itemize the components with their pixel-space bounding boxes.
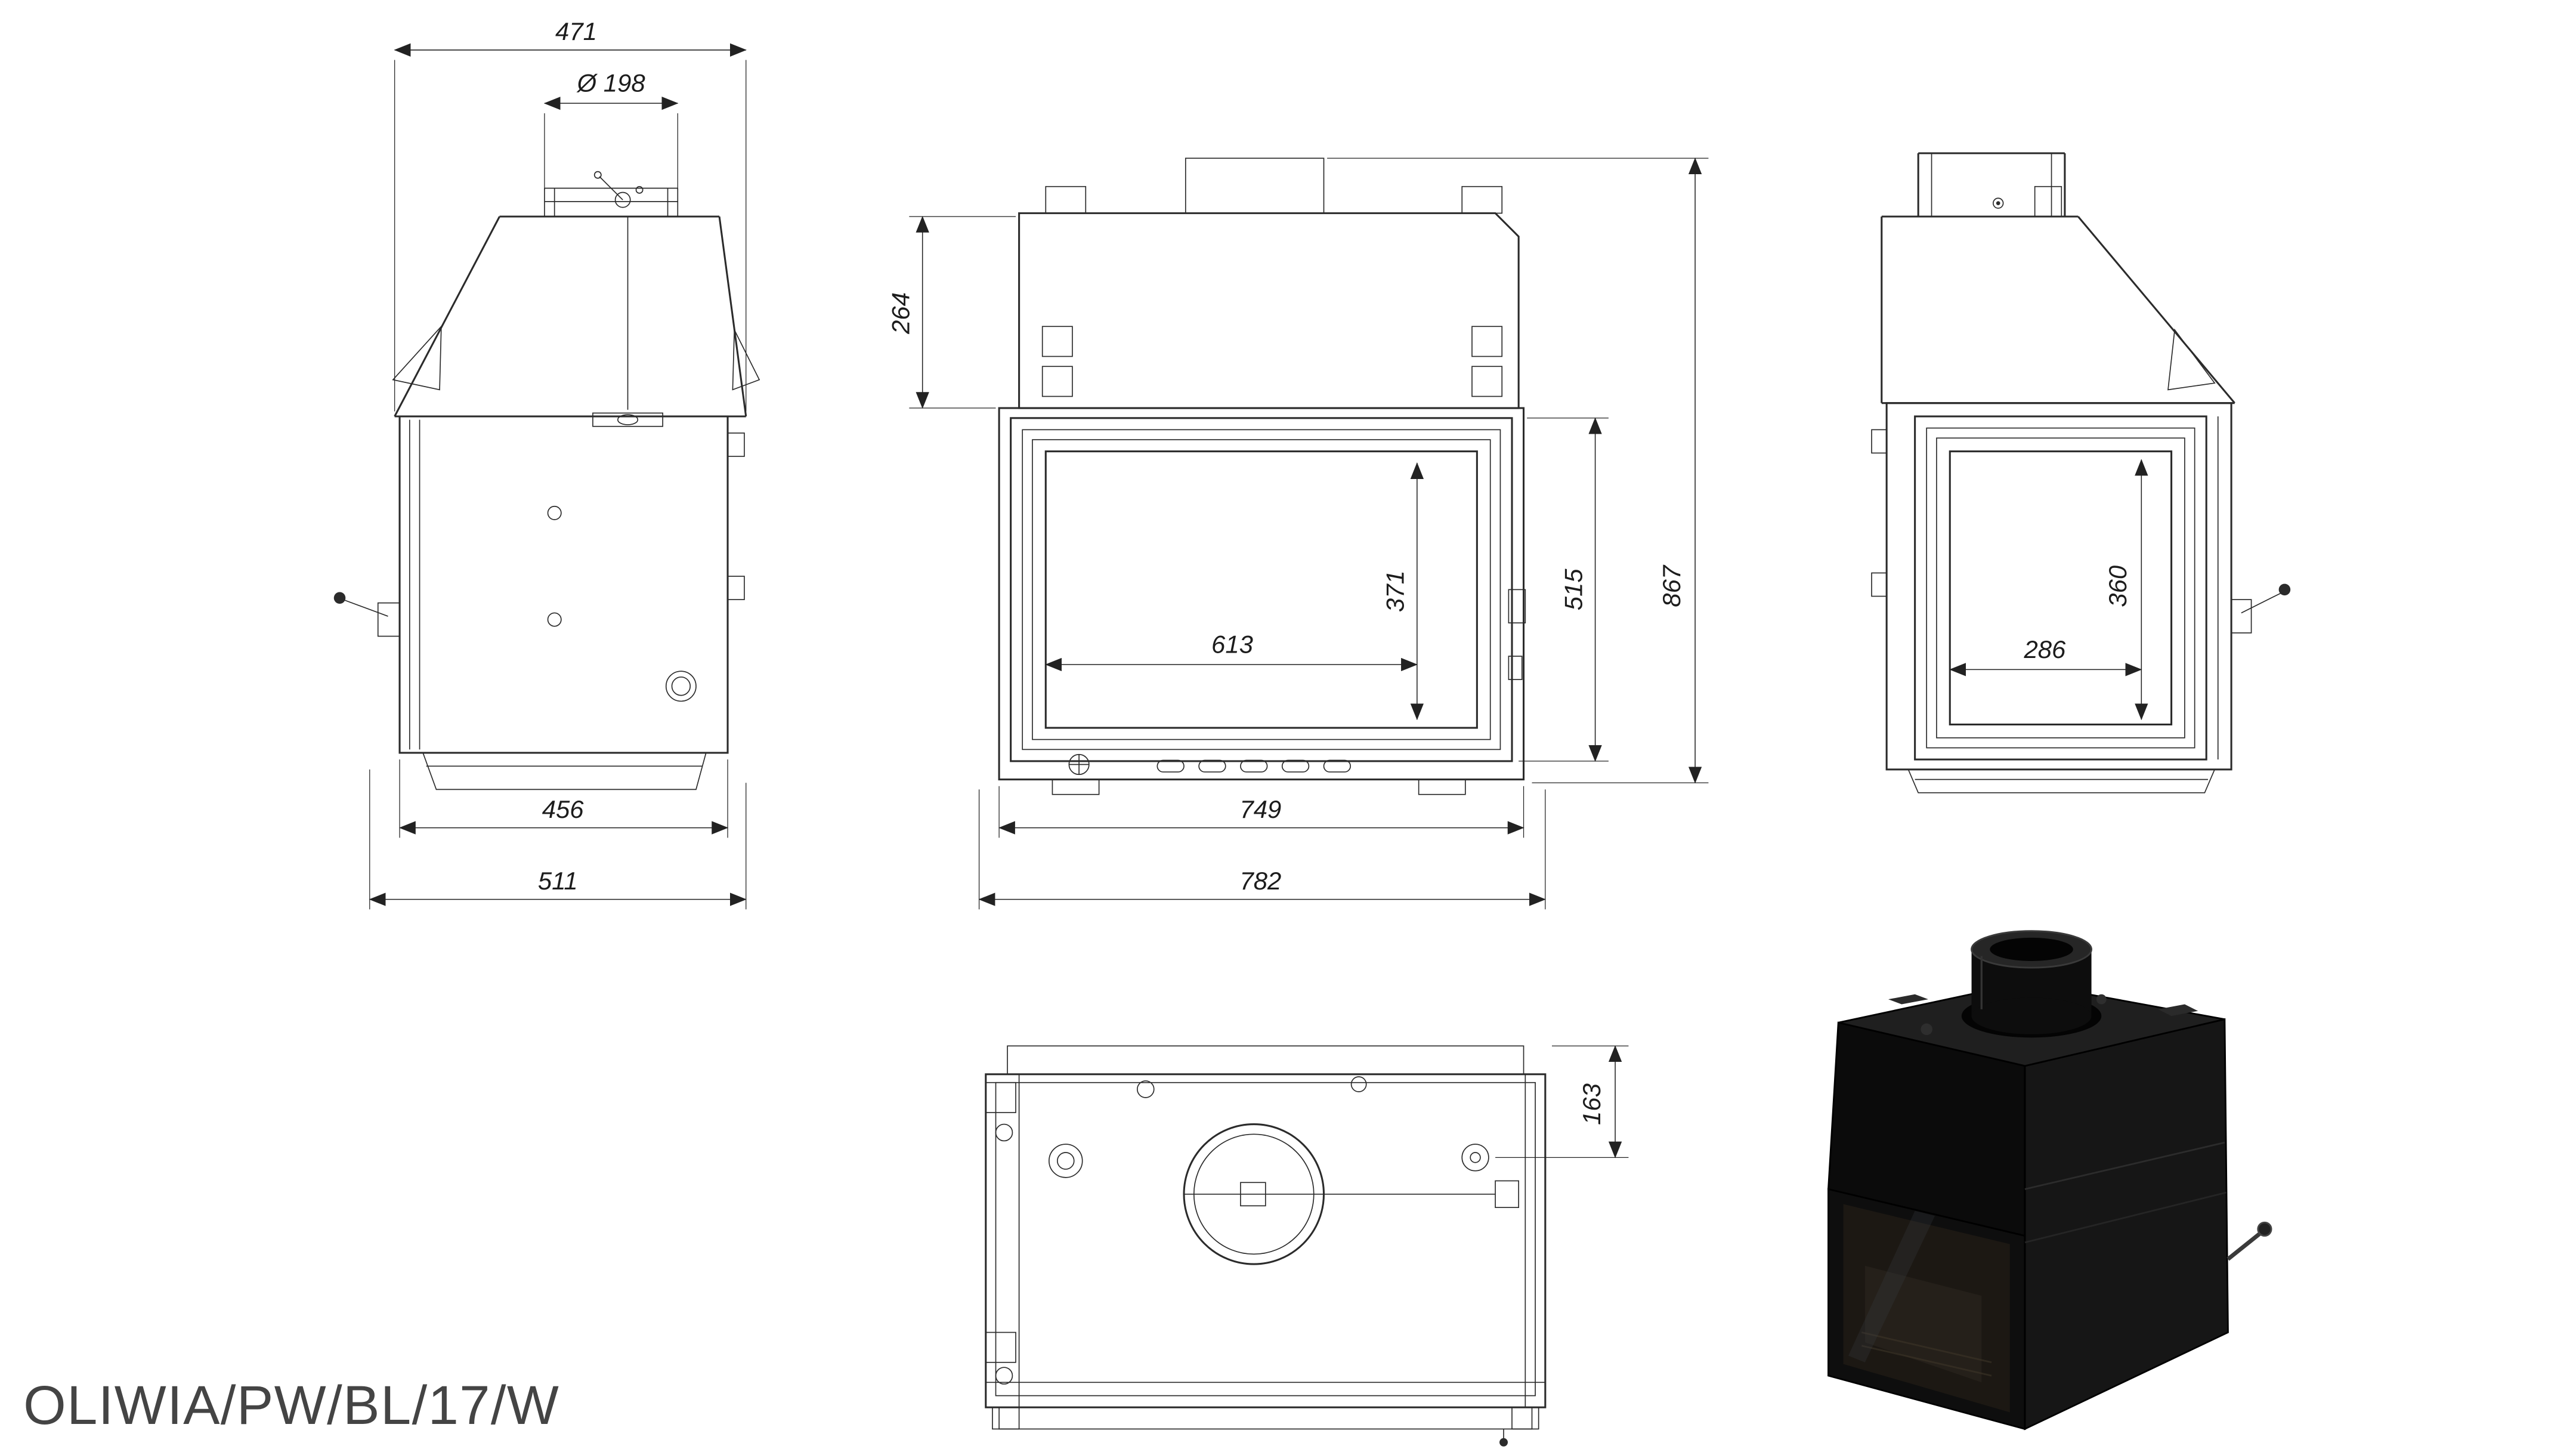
door-latch: [1508, 589, 1526, 624]
top-fittings: [1049, 1076, 1489, 1178]
dim-label-360: 360: [2104, 566, 2132, 607]
dim-overall-depth: 511: [369, 769, 747, 910]
drain-port: [665, 671, 697, 702]
dim-label-163: 163: [1578, 1083, 1606, 1125]
dim-door-height: 515: [1519, 417, 1609, 762]
dim-label-286: 286: [2023, 635, 2066, 663]
dim-side-glass-width: 286: [1949, 635, 2142, 676]
dim-label-471: 471: [555, 17, 597, 45]
door-handle-right: [2231, 583, 2291, 634]
dim-glass-width: 613: [1045, 630, 1418, 672]
water-jacket: [1018, 157, 1520, 409]
top-view: 163: [985, 1045, 1629, 1447]
water-port: [1041, 366, 1073, 397]
dim-label-511: 511: [538, 867, 578, 895]
dim-label-264: 264: [886, 292, 914, 335]
product-title: OLIWIA/PW/BL/17/W: [23, 1374, 559, 1436]
dim-top-flue-offset: 163: [1495, 1045, 1629, 1158]
base-right: [1907, 769, 2216, 793]
ash-base: [422, 752, 707, 790]
hood-outline: [392, 215, 760, 418]
render-handle: [2226, 1221, 2272, 1261]
hinges-top: [985, 1082, 1016, 1385]
flue-outlet-top: [1183, 1123, 1520, 1265]
front-door: [998, 407, 1526, 781]
chimney-stub: [1917, 152, 2066, 217]
water-port: [1041, 326, 1073, 357]
front-edge-top: [985, 1382, 1545, 1447]
firebox-body: [398, 415, 745, 754]
dim-side-top-width: 471: [394, 17, 747, 412]
dim-overall-height: 867: [1327, 157, 1709, 784]
dim-side-glass-height: 360: [2104, 459, 2148, 721]
water-port: [1471, 326, 1503, 357]
dim-label-782: 782: [1240, 867, 1282, 895]
air-vent: [1281, 759, 1310, 773]
render-right-face: [2024, 1018, 2229, 1431]
handle-pin: [1499, 1438, 1508, 1447]
dim-hood-height: 264: [886, 215, 1016, 409]
door-handle-side: [333, 592, 400, 637]
side-glass-door: [1871, 402, 2232, 771]
air-vent: [1156, 759, 1185, 773]
dim-label-371: 371: [1381, 570, 1409, 612]
front-glass: [1044, 450, 1478, 729]
foot: [1052, 778, 1100, 795]
render-flue: [1961, 930, 2102, 1038]
dim-label-198: Ø 198: [576, 69, 646, 97]
damper-key: [592, 171, 663, 427]
dim-label-456: 456: [542, 795, 585, 823]
side-view-right: 360 286: [1871, 152, 2291, 793]
top-outline: [985, 1073, 1547, 1408]
flue-collar: [544, 187, 679, 217]
water-port: [1471, 366, 1503, 397]
hood-outline-right: [1881, 215, 2235, 404]
rear-shield: [1007, 1045, 1524, 1075]
foot: [1418, 778, 1466, 795]
dim-label-515: 515: [1559, 569, 1587, 611]
dim-label-749: 749: [1240, 795, 1282, 823]
dim-label-867: 867: [1657, 564, 1686, 607]
air-vent: [1198, 759, 1226, 773]
side-glass: [1949, 450, 2173, 726]
front-view: 264 613 371 515 867: [886, 157, 1709, 910]
render-glass-reflection: [1848, 1210, 1935, 1363]
door-latch: [1508, 656, 1523, 680]
dim-label-613: 613: [1211, 630, 1253, 658]
side-view-left: 471 Ø 198 456 511: [333, 17, 760, 910]
render-3d: [1827, 930, 2272, 1431]
air-vent: [1323, 759, 1352, 773]
dim-overall-width: 782: [978, 789, 1546, 910]
dim-glass-height: 371: [1381, 462, 1424, 721]
dim-firebox-depth: 456: [398, 759, 729, 838]
front-base: [1052, 753, 1466, 795]
air-vent: [1240, 759, 1268, 773]
dim-body-width: 749: [998, 786, 1524, 838]
dim-flue-diameter: Ø 198: [543, 69, 679, 190]
